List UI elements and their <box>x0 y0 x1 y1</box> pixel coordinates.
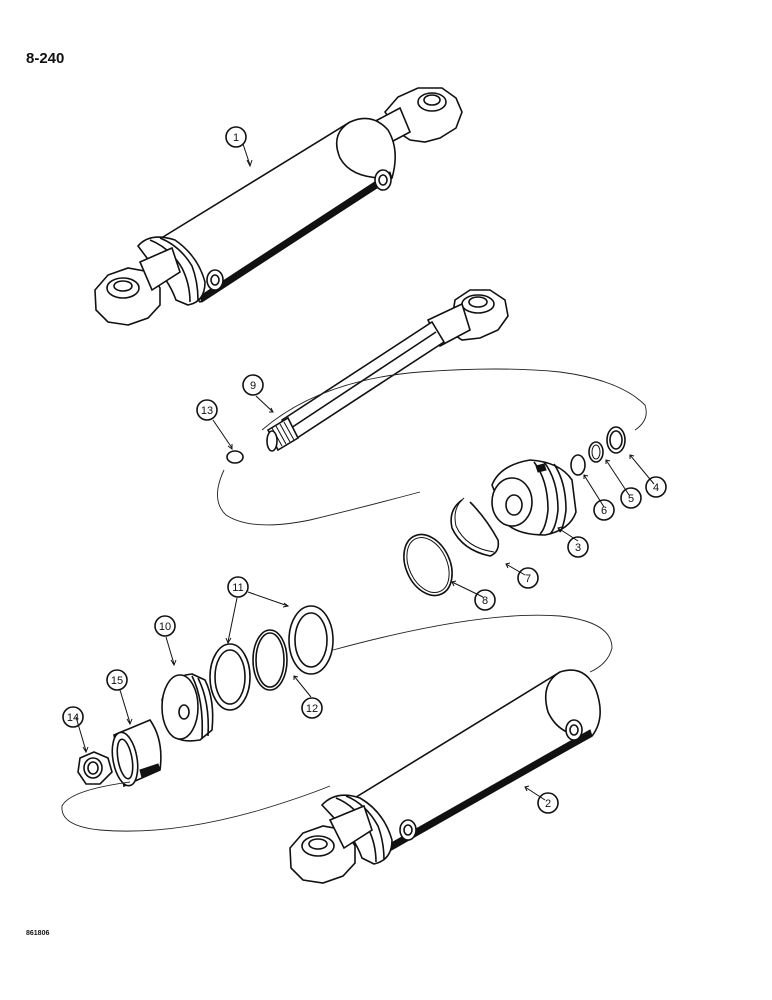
callout-label: 6 <box>601 505 607 517</box>
callout-label: 2 <box>545 798 551 810</box>
callout-1: 1 <box>225 126 247 148</box>
callout-label: 1 <box>233 132 239 144</box>
backup-ring-11b <box>288 605 334 675</box>
callout-4: 4 <box>645 476 667 498</box>
cylinder-assembly <box>94 87 463 326</box>
callout-label: 9 <box>250 380 256 392</box>
callout-8: 8 <box>474 589 496 611</box>
callout-label: 10 <box>159 621 171 633</box>
spacer-15 <box>111 719 162 788</box>
callout-10: 10 <box>154 615 176 637</box>
o-ring-12 <box>252 629 288 691</box>
callout-label: 15 <box>111 675 123 687</box>
callout-9: 9 <box>242 374 264 396</box>
ring-5 <box>588 441 604 463</box>
snap-ring-7 <box>450 499 500 557</box>
callout-label: 13 <box>201 405 213 417</box>
callout-13: 13 <box>196 399 218 421</box>
gland <box>491 459 577 536</box>
o-ring-8 <box>403 533 453 597</box>
upper-group-outline <box>217 368 647 526</box>
piston-rod <box>266 289 509 452</box>
piston-10 <box>161 673 214 742</box>
callout-3: 3 <box>567 536 589 558</box>
seal-4 <box>606 426 626 454</box>
ring-6 <box>570 454 586 476</box>
cylinder-tube <box>289 669 601 884</box>
callout-label: 5 <box>628 493 634 505</box>
callout-12: 12 <box>301 697 323 719</box>
callout-11: 11 <box>227 576 249 598</box>
callout-label: 7 <box>525 573 531 585</box>
callout-label: 8 <box>482 595 488 607</box>
nut-14 <box>77 751 113 785</box>
lower-group-outline <box>61 614 613 832</box>
callout-2: 2 <box>537 792 559 814</box>
callout-label: 14 <box>67 712 79 724</box>
callout-14: 14 <box>62 706 84 728</box>
callout-leaders <box>75 143 655 801</box>
callout-label: 3 <box>575 542 581 554</box>
callout-7: 7 <box>517 567 539 589</box>
illustration-code: 861806 <box>26 930 50 937</box>
callout-5: 5 <box>620 487 642 509</box>
callout-label: 4 <box>653 482 659 494</box>
backup-ring-11a <box>209 643 251 711</box>
callout-label: 12 <box>306 703 318 715</box>
callout-15: 15 <box>106 669 128 691</box>
callout-label: 11 <box>232 582 243 594</box>
o-ring-13 <box>226 450 244 464</box>
page-number: 8-240 <box>26 50 65 67</box>
callout-6: 6 <box>593 499 615 521</box>
